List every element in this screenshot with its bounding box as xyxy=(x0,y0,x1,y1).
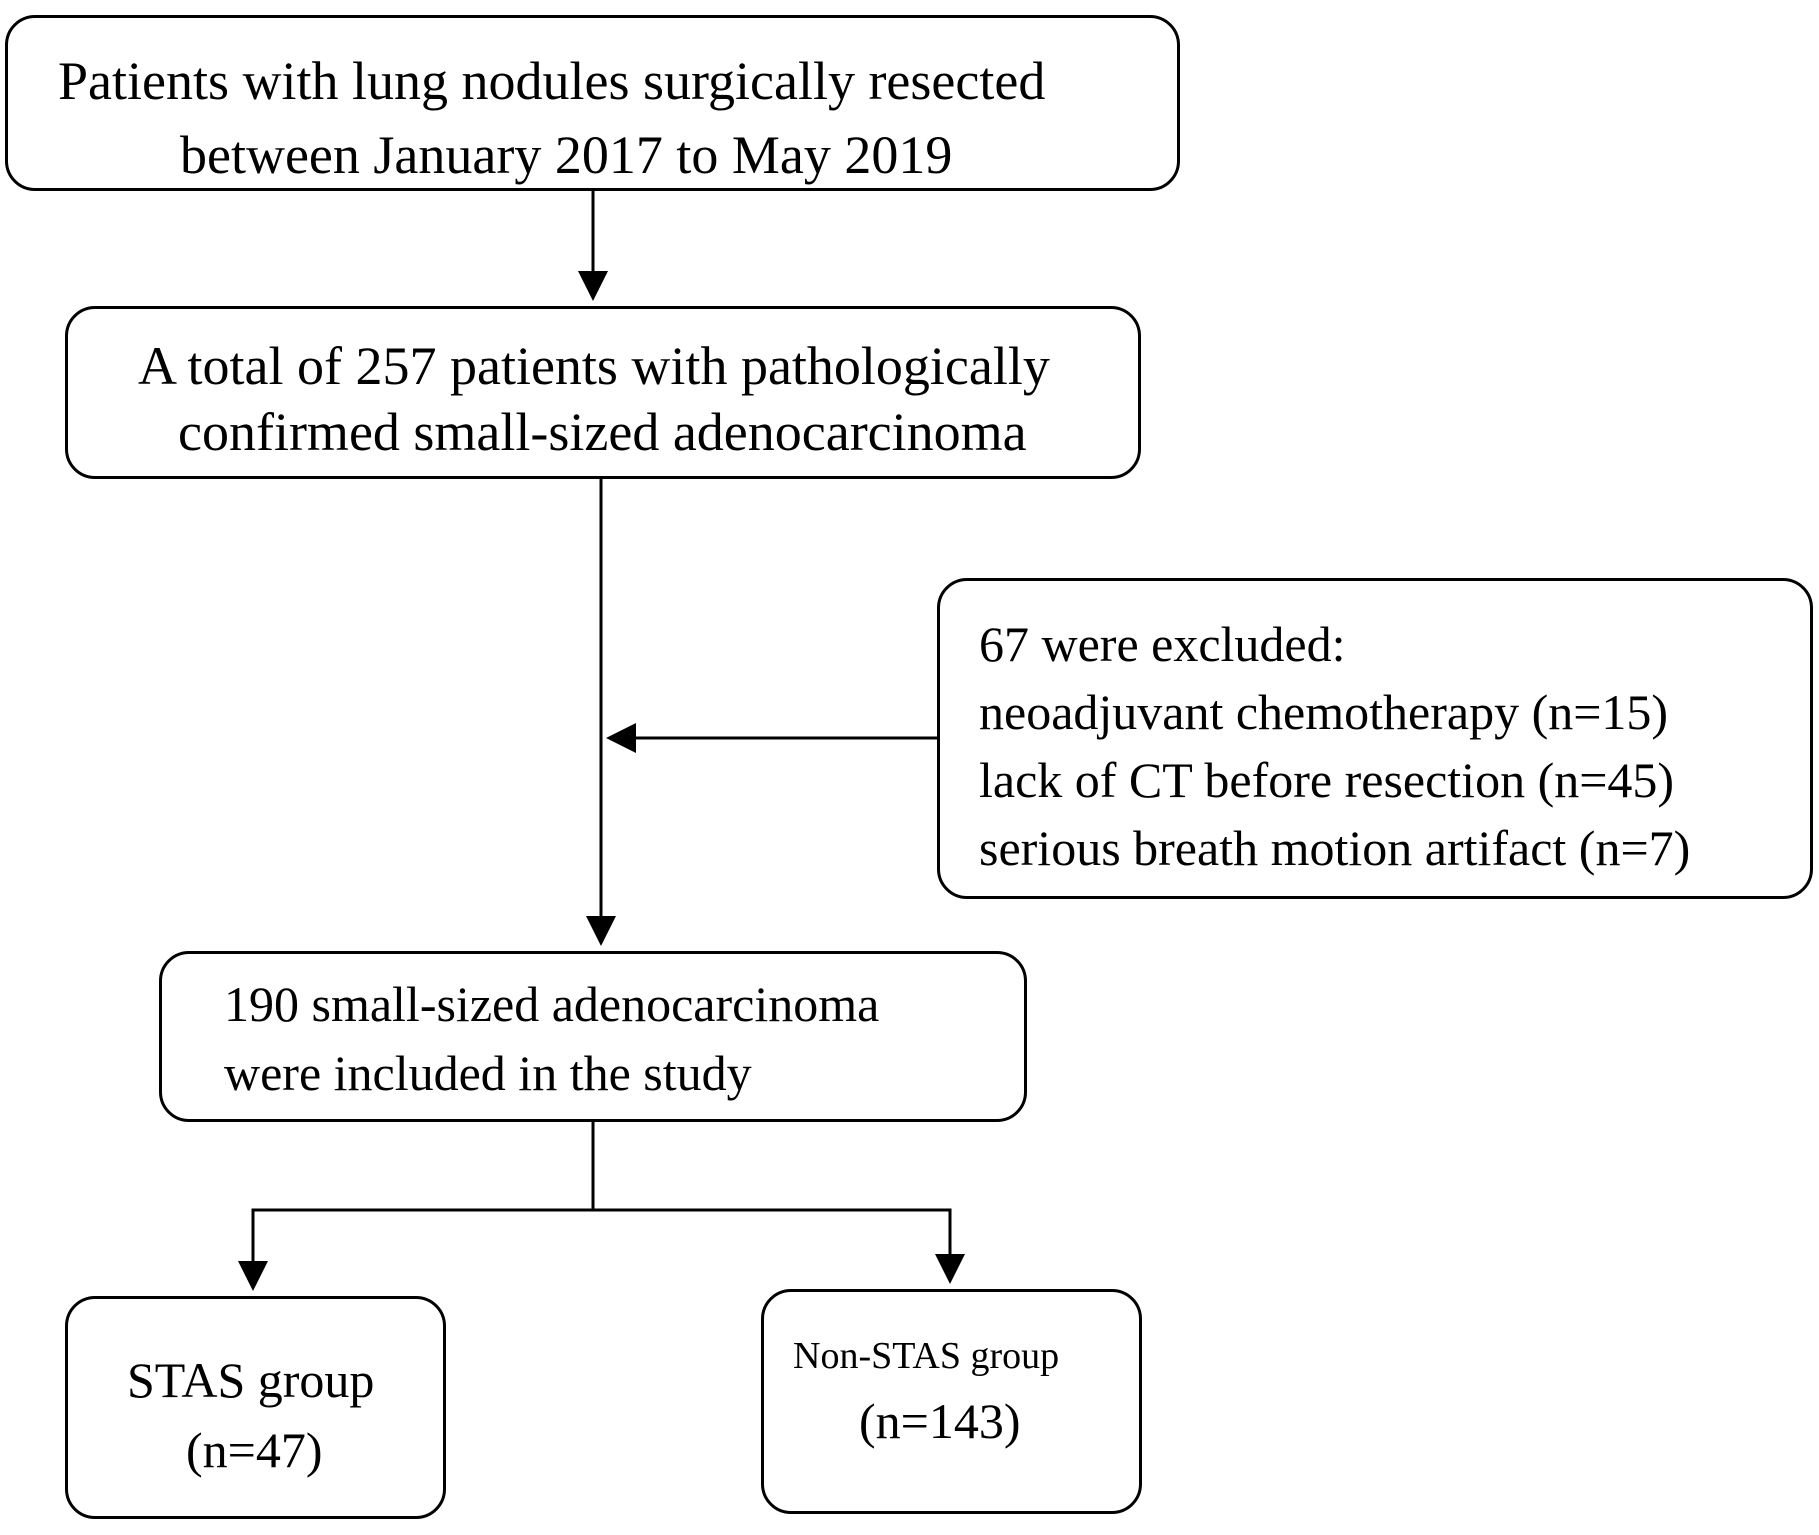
box-stas-line-2: (n=47) xyxy=(186,1422,323,1478)
box-confirmed-line-1: A total of 257 patients with pathologica… xyxy=(138,336,1050,396)
box-confirmed-cohort: A total of 257 patients with pathologica… xyxy=(65,306,1141,479)
connector-split-to-nonstas xyxy=(593,1208,965,1284)
box-excluded-line-4: serious breath motion artifact (n=7) xyxy=(979,820,1691,876)
box-excluded-line-2: neoadjuvant chemotherapy (n=15) xyxy=(979,684,1669,740)
box-included-line-2: were included in the study xyxy=(224,1045,752,1101)
box-included: 190 small-sized adenocarcinoma were incl… xyxy=(159,951,1027,1122)
box-nonstas-line-1: Non-STAS group xyxy=(793,1335,1060,1377)
box-excluded-line-1: 67 were excluded: xyxy=(979,616,1346,672)
box-source-line-1: Patients with lung nodules surgically re… xyxy=(58,51,1046,111)
box-nonstas-line-2: (n=143) xyxy=(859,1393,1021,1449)
box-source-cohort: Patients with lung nodules surgically re… xyxy=(5,15,1180,191)
box-source-line-2: between January 2017 to May 2019 xyxy=(180,125,953,185)
box-nonstas-group: Non-STAS group (n=143) xyxy=(761,1289,1142,1514)
box-excluded: 67 were excluded: neoadjuvant chemothera… xyxy=(937,578,1813,899)
box-confirmed-line-2: confirmed small-sized adenocarcinoma xyxy=(178,402,1027,462)
box-stas-line-1: STAS group xyxy=(127,1352,375,1408)
connector-split-to-stas xyxy=(238,1208,593,1291)
box-excluded-line-3: lack of CT before resection (n=45) xyxy=(979,752,1675,808)
box-stas-group: STAS group (n=47) xyxy=(65,1296,446,1519)
box-included-line-1: 190 small-sized adenocarcinoma xyxy=(224,976,880,1032)
